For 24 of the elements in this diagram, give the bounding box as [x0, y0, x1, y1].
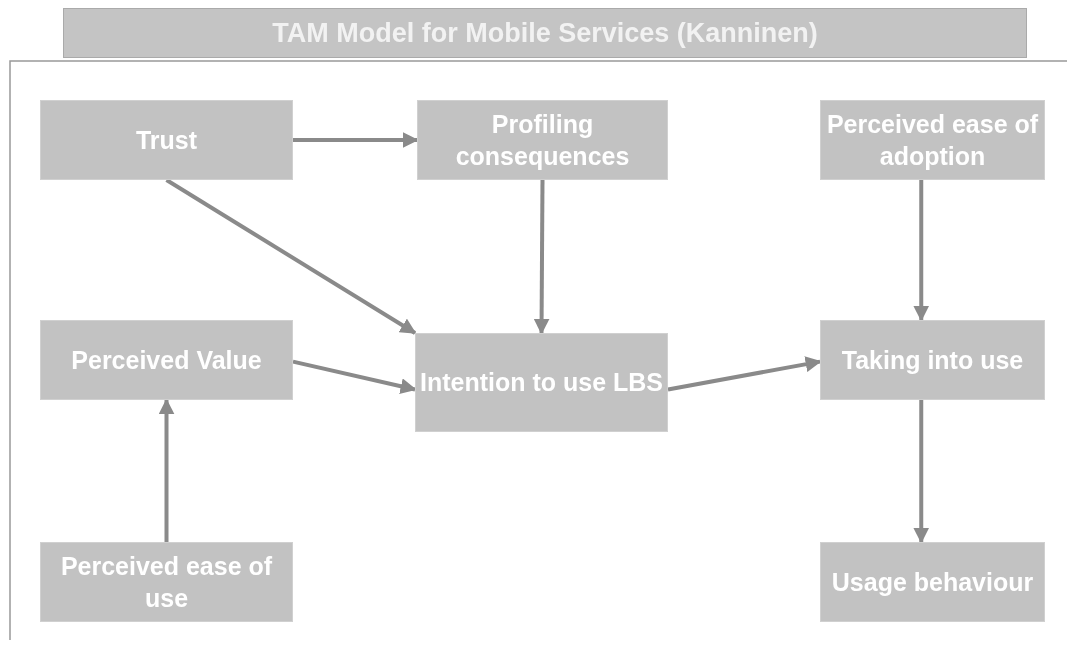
- arrow: [293, 132, 419, 148]
- box-label: Trust: [135, 124, 198, 156]
- process-box: [417, 100, 668, 180]
- box-label: Usage behaviour: [831, 566, 1034, 598]
- box-label: Taking into use: [841, 344, 1024, 376]
- process-box: [40, 542, 293, 622]
- arrow: [165, 178, 417, 335]
- arrow: [533, 180, 550, 335]
- process-box: [40, 100, 293, 180]
- process-box: [40, 320, 293, 400]
- process-box: [820, 320, 1045, 400]
- box-label: Intention to use LBS: [419, 367, 663, 399]
- arrow: [158, 398, 175, 542]
- box-label: Perceived Value: [71, 344, 262, 376]
- box-label: Perceived ease of adoption: [825, 108, 1040, 172]
- box-label: Perceived ease of use: [59, 550, 274, 614]
- box-label: Profiling consequences: [454, 108, 631, 172]
- process-box: [415, 333, 668, 432]
- process-box: [820, 100, 1045, 180]
- arrow: [913, 180, 930, 322]
- process-box: [820, 542, 1045, 622]
- arrow: [667, 356, 822, 392]
- arrow: [913, 400, 930, 544]
- arrow: [292, 359, 417, 395]
